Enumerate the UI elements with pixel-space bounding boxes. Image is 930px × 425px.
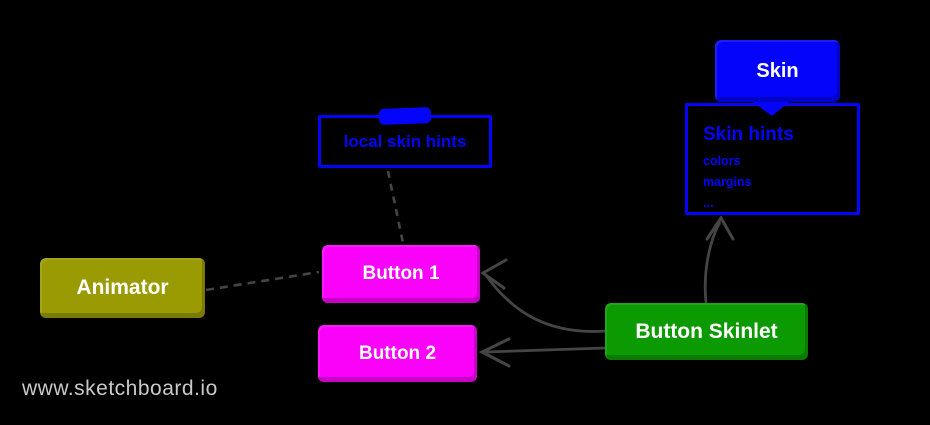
node-button1-label: Button 1	[362, 263, 440, 284]
node-animator-label: Animator	[76, 276, 169, 299]
edge-skinlet-skinhints[interactable]	[703, 221, 722, 304]
sketchboard-watermark: www.sketchboard.io	[22, 377, 218, 400]
node-button1[interactable]: Button 1	[322, 245, 480, 303]
node-skin-label: Skin	[756, 59, 799, 82]
node-local-skin-hints[interactable]: local skin hints	[318, 107, 492, 168]
node-button2-label: Button 2	[358, 342, 437, 364]
skin-hints-title: Skin hints	[703, 124, 794, 145]
node-animator[interactable]: Animator	[40, 258, 205, 318]
skin-hints-item: colors	[703, 154, 741, 168]
local-skin-hints-label: local skin hints	[343, 131, 467, 151]
node-button-skinlet[interactable]: Button Skinlet	[605, 303, 808, 360]
node-button-skinlet-label: Button Skinlet	[635, 319, 778, 343]
edge-localhints-button1[interactable]	[386, 170, 405, 244]
edge-skinlet-button2[interactable]	[485, 346, 606, 354]
edge-animator-button1[interactable]	[205, 270, 320, 292]
skin-hints-item: ...	[703, 196, 714, 210]
node-skin[interactable]: Skin	[715, 40, 840, 102]
node-button2[interactable]: Button 2	[318, 325, 477, 382]
skin-hints-item: margins	[703, 175, 752, 189]
arrowhead-skinhints	[705, 215, 735, 241]
pin-icon	[378, 107, 432, 125]
arrowhead-button2	[478, 337, 511, 368]
arrowhead-button1	[480, 258, 508, 290]
edge-skinlet-button1[interactable]	[483, 273, 606, 333]
node-skin-hints[interactable]: Skin hints colors margins ...	[685, 103, 860, 215]
